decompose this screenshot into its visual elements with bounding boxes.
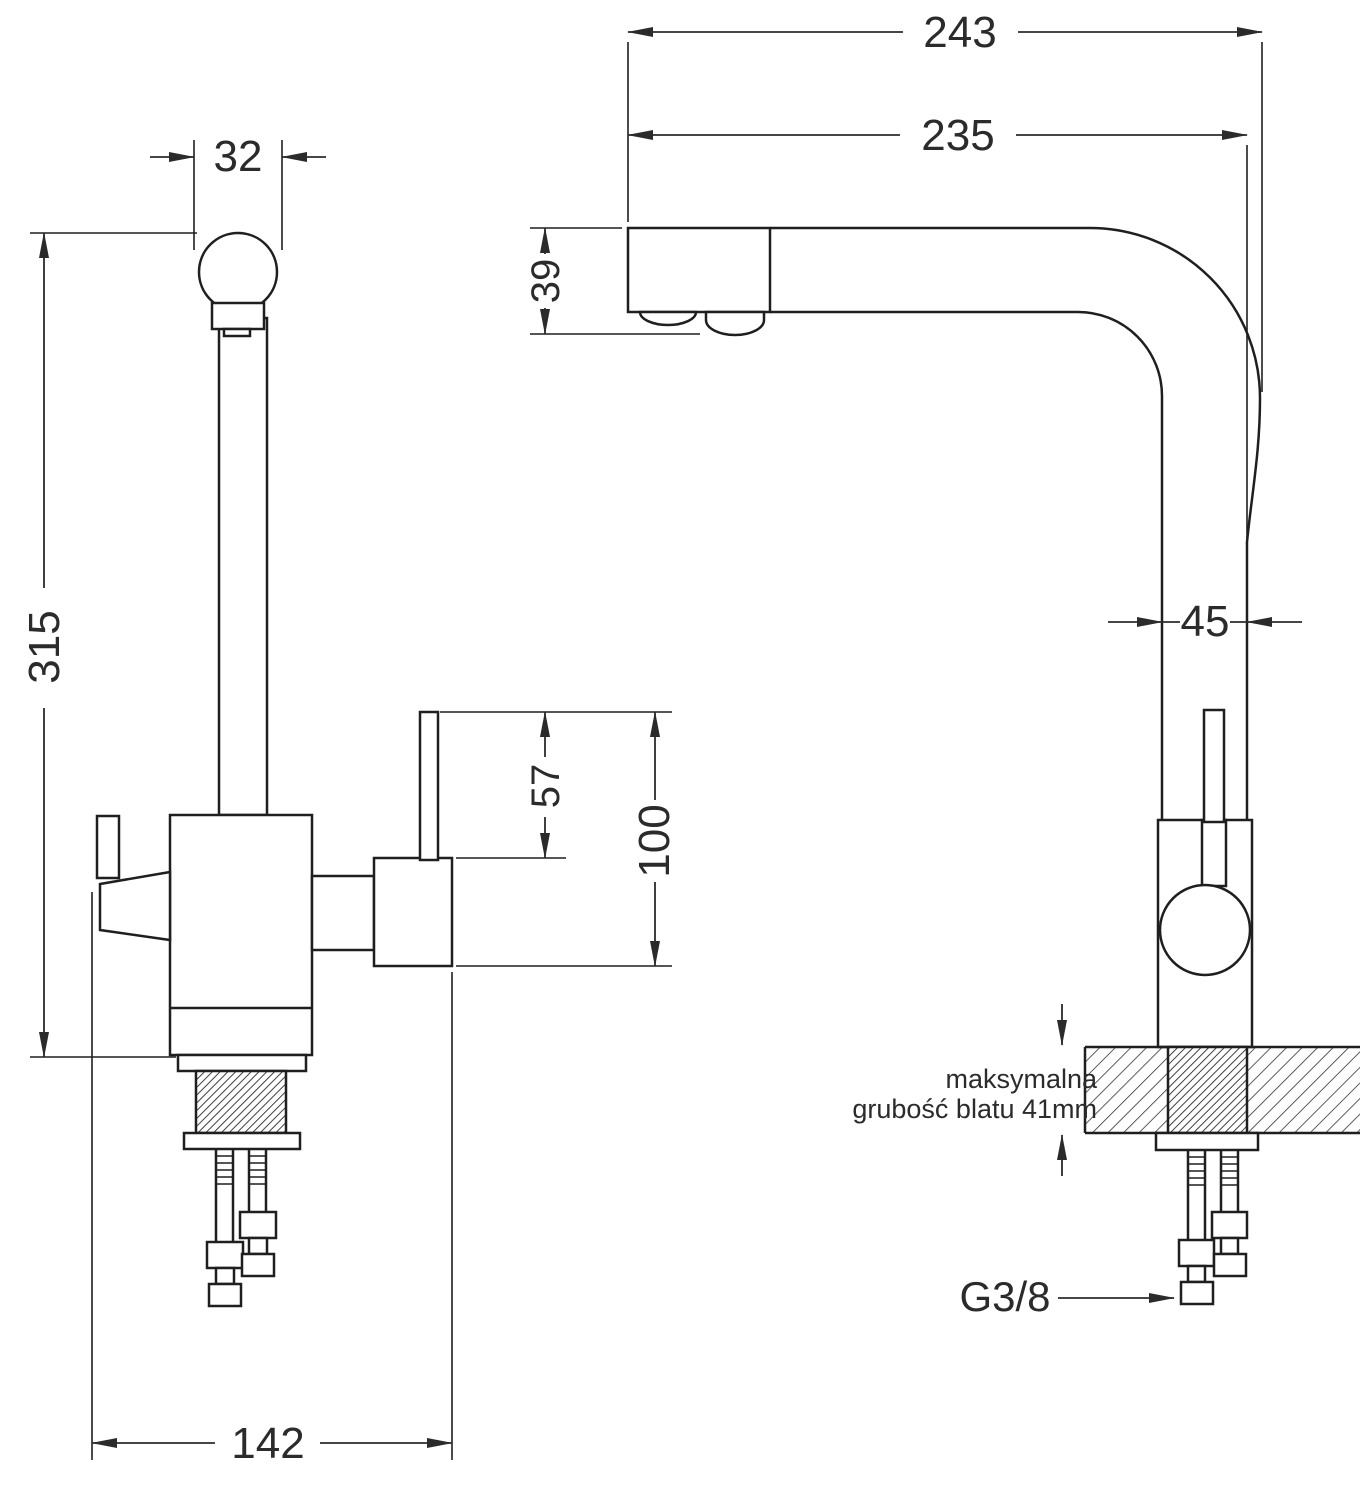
slab-note-line1: maksymalna: [945, 1064, 1098, 1094]
side-pipe-outer: [770, 226, 1262, 822]
side-hose-left-stem: [1186, 1264, 1207, 1284]
front-threaded-stem: [194, 1069, 288, 1135]
front-base-flange: [176, 1053, 308, 1073]
side-aerator-outlet: [704, 310, 766, 337]
side-lever: [1202, 708, 1226, 824]
dim-142: 142: [91, 892, 453, 1468]
front-washer: [182, 1131, 302, 1151]
front-hose-right-nut: [238, 1210, 278, 1240]
dim-57: 57: [524, 711, 568, 859]
side-hose-left-ribs: [1188, 1156, 1205, 1186]
front-handle-body: [372, 856, 454, 968]
side-pipe-inner: [770, 310, 1164, 822]
dim-label: 315: [20, 610, 69, 683]
dim-label: 100: [630, 804, 679, 877]
front-body: [168, 813, 314, 1057]
front-aerator-tip: [222, 327, 252, 338]
front-hose-left-ribs: [216, 1155, 233, 1185]
side-lever-neck: [1200, 818, 1228, 888]
side-hose-right-fitting: [1212, 1252, 1248, 1278]
dim-39: 39: [524, 227, 700, 335]
dim-100: 100: [630, 711, 679, 967]
side-aerator-bump: [638, 310, 698, 327]
dim-235: 235: [627, 111, 1248, 538]
side-hoses: [1177, 1150, 1249, 1306]
front-hose-right-stem: [247, 1236, 269, 1256]
dim-label: 32: [214, 132, 263, 181]
side-hose-left-fitting: [1179, 1280, 1215, 1306]
front-hose-left-fitting: [207, 1282, 243, 1308]
g38-annotation: G3/8: [959, 1273, 1175, 1320]
side-hose-right-ribs: [1221, 1156, 1238, 1186]
side-view: 243 235 39 45 maksymalna: [524, 8, 1360, 1320]
side-hose-left-nut: [1177, 1238, 1216, 1268]
side-hose-right-nut: [1210, 1210, 1249, 1240]
slab-thickness-annotation: maksymalna grubość blatu 41mm: [852, 1004, 1098, 1176]
front-hose-right-fitting: [240, 1252, 276, 1278]
dim-243: 243: [627, 8, 1263, 392]
front-left-lever-arm: [98, 870, 172, 942]
side-sphere-joint: [1158, 883, 1252, 977]
side-spout-head: [626, 226, 772, 314]
front-handle-connector: [310, 874, 376, 952]
side-washer: [1154, 1131, 1260, 1152]
dim-32: 32: [150, 132, 326, 250]
front-spout-pipe: [217, 316, 269, 817]
slab-note-line2: grubość blatu 41mm: [852, 1094, 1097, 1124]
dim-label: 243: [923, 8, 996, 57]
dim-label: 142: [231, 1419, 304, 1468]
side-threaded-stem: [1166, 1045, 1249, 1135]
front-hoses: [205, 1149, 278, 1308]
dim-label: 39: [524, 259, 568, 304]
side-hose-right-stem: [1219, 1236, 1240, 1256]
front-left-lever-handle: [95, 814, 121, 880]
front-spout-sphere: [197, 231, 279, 313]
dim-label: 57: [524, 764, 568, 809]
dim-label: 235: [921, 111, 994, 160]
front-handle-lever: [418, 710, 440, 862]
dim-45: 45: [1108, 597, 1302, 646]
g38-label: G3/8: [959, 1273, 1050, 1320]
front-aerator-block: [210, 301, 266, 331]
front-hose-left-stem: [214, 1266, 236, 1286]
dim-315: 315: [20, 232, 197, 1058]
front-view: 32 315 57 100: [20, 132, 679, 1468]
dim-label: 45: [1181, 597, 1230, 646]
front-hose-left-nut: [205, 1240, 245, 1270]
front-hose-right-ribs: [249, 1155, 266, 1185]
